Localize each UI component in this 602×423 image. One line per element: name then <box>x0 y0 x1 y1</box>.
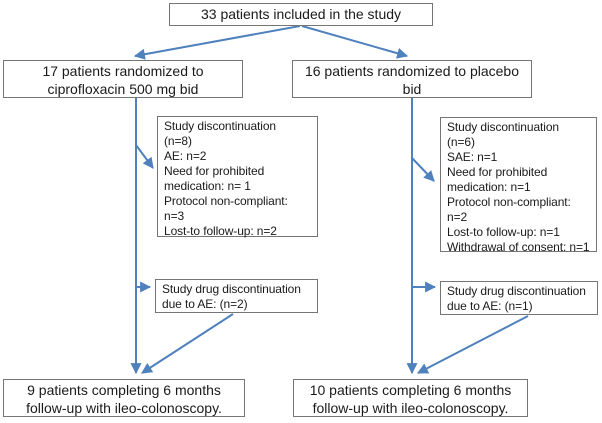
arrow-placebo-to-discontinuation <box>411 157 435 182</box>
node-patients-included: 33 patients included in the study <box>169 3 433 26</box>
node-ciprofloxacin-arm: 17 patients randomized to ciprofloxacin … <box>3 60 243 98</box>
arrow-placebo-drug-box-to-completers <box>417 315 529 374</box>
node-cipro-drug-discontinuation: Study drug discontinuation due to AE: (n… <box>155 279 318 313</box>
arrow-cipro-to-discontinuation <box>135 144 154 169</box>
node-placebo-study-discontinuation: Study discontinuation (n=6) SAE: n=1 Nee… <box>440 117 597 254</box>
node-placebo-drug-discontinuation: Study drug discontinuation due to AE: (n… <box>440 281 598 315</box>
arrow-included-to-placebo-arm <box>301 25 409 59</box>
node-placebo-completers: 10 patients completing 6 months follow-u… <box>293 379 528 417</box>
arrow-included-to-cipro-arm <box>133 25 301 60</box>
node-cipro-completers: 9 patients completing 6 months follow-up… <box>3 379 245 417</box>
arrow-cipro-drug-box-to-completers <box>141 313 234 374</box>
node-cipro-study-discontinuation: Study discontinuation (n=8) AE: n=2 Need… <box>157 116 318 238</box>
node-placebo-arm: 16 patients randomized to placebo bid <box>292 60 532 98</box>
